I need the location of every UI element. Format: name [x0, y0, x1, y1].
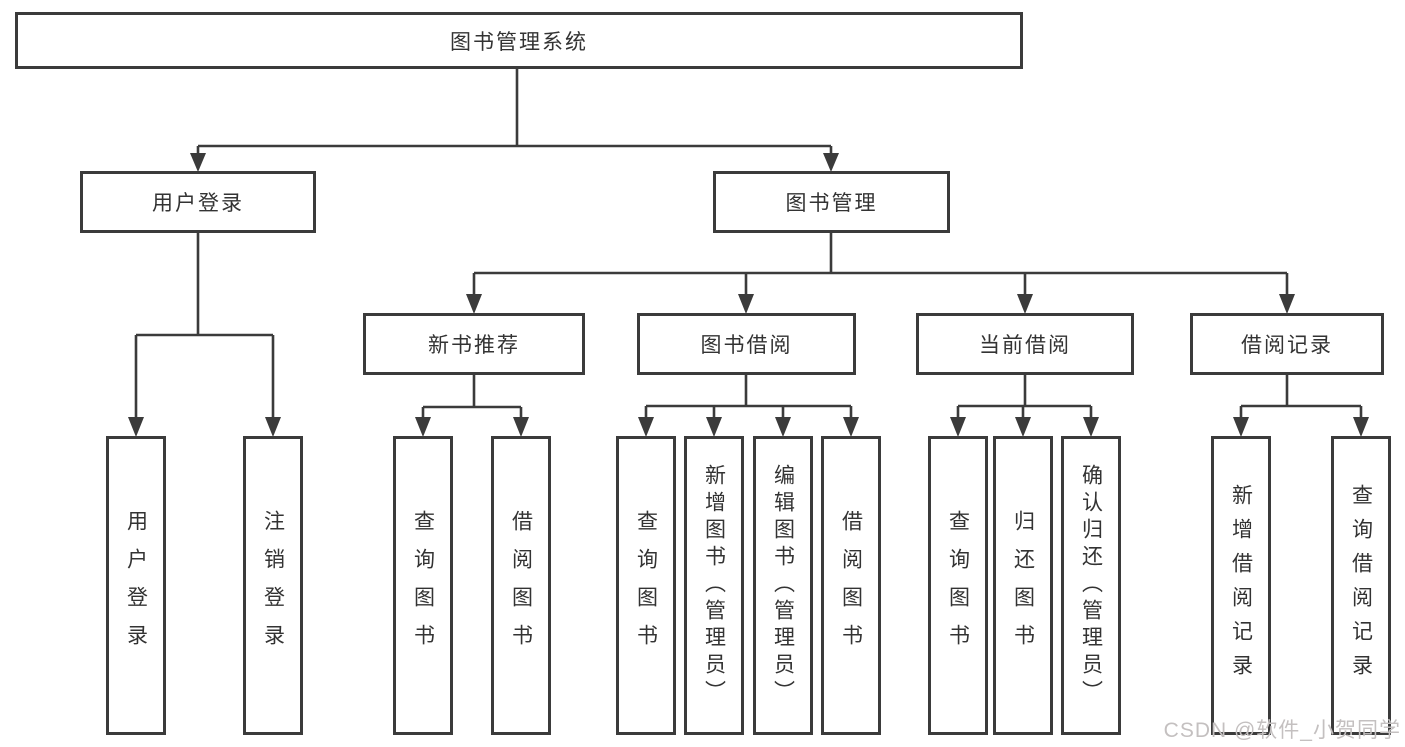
leaf-logout: 注销登录: [243, 436, 303, 735]
csdn-watermark: CSDN @软件_小贺同学: [1163, 719, 1401, 742]
leaf-query-books: 查询图书: [393, 436, 453, 735]
node-user-login: 用户登录: [80, 171, 316, 233]
node-root-system: 图书管理系统: [15, 12, 1023, 69]
leaf-borrow-books: 借阅图书: [491, 436, 551, 735]
leaf-query-books: 查询图书: [928, 436, 988, 735]
leaf-confirm-return-admin: 确认归还（管理员）: [1061, 436, 1121, 735]
leaf-query-borrow-record: 查询借阅记录: [1331, 436, 1391, 735]
leaf-edit-books-admin: 编辑图书（管理员）: [753, 436, 813, 735]
leaf-add-borrow-record: 新增借阅记录: [1211, 436, 1271, 735]
node-new-book-recommend: 新书推荐: [363, 313, 585, 375]
node-borrowing-records: 借阅记录: [1190, 313, 1384, 375]
leaf-query-books: 查询图书: [616, 436, 676, 735]
node-book-management: 图书管理: [713, 171, 950, 233]
leaf-user-login: 用户登录: [106, 436, 166, 735]
leaf-return-books: 归还图书: [993, 436, 1053, 735]
node-book-borrowing: 图书借阅: [637, 313, 856, 375]
leaf-add-books-admin: 新增图书（管理员）: [684, 436, 744, 735]
node-current-borrowing: 当前借阅: [916, 313, 1134, 375]
leaf-borrow-books: 借阅图书: [821, 436, 881, 735]
